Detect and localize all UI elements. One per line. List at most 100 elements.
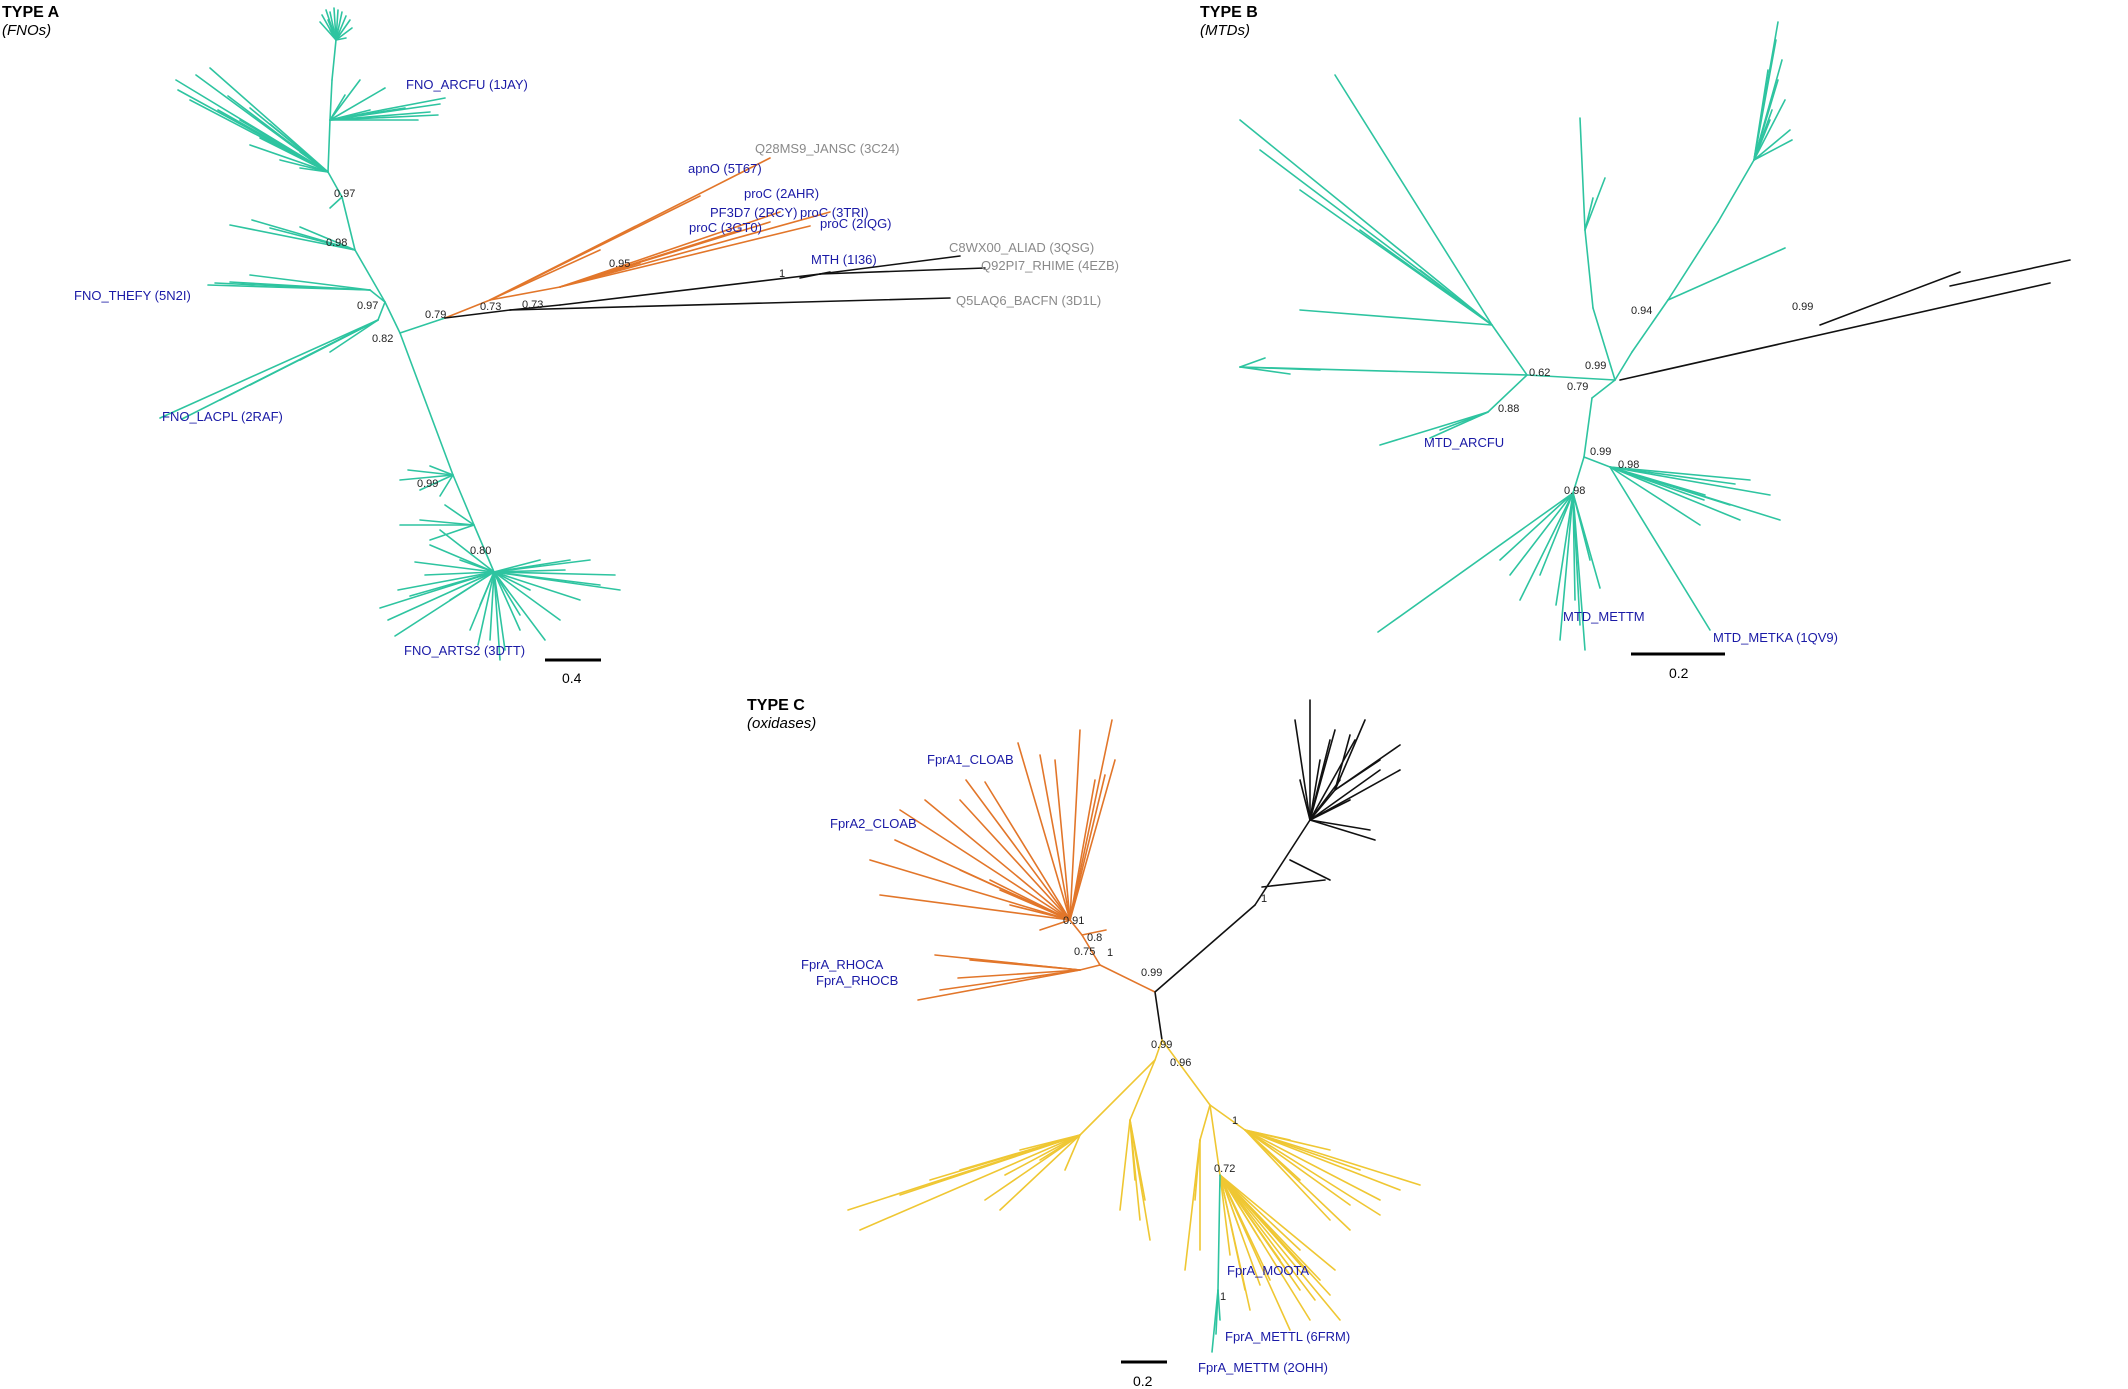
tree-branch <box>1239 119 1493 326</box>
tree-branch <box>251 219 356 251</box>
tree-branch <box>1244 1129 1331 1151</box>
support-value: 0.72 <box>1214 1163 1235 1175</box>
tree-branch <box>1217 1289 1221 1321</box>
tree-branch <box>559 225 811 288</box>
tree-branch <box>195 74 329 173</box>
tree-branch <box>341 196 356 251</box>
tree-branch <box>493 569 566 573</box>
tree-branch <box>493 571 521 616</box>
tree-branch <box>1334 719 1366 791</box>
tree-branch <box>1219 1174 1301 1251</box>
support-value: 0.96 <box>1170 1057 1191 1069</box>
tree-branch <box>1219 1174 1291 1331</box>
tree-branch <box>879 894 1071 921</box>
support-value: 0.80 <box>470 545 491 557</box>
tree-branch <box>1591 379 1616 399</box>
tree-branch <box>957 969 1081 979</box>
tree-branch <box>1309 759 1321 821</box>
tree-branch <box>1244 1129 1421 1186</box>
tree-branch <box>819 255 961 275</box>
tree-branch <box>1069 719 1113 921</box>
tree-branch <box>329 114 439 121</box>
tree-branch <box>329 196 343 209</box>
tree-branch <box>899 809 1071 921</box>
tree-branch <box>1609 466 1705 501</box>
tree-branch <box>387 571 495 621</box>
support-value: 0.75 <box>1074 946 1095 958</box>
tree-branch <box>335 27 353 41</box>
tree-branch <box>1039 919 1071 931</box>
leaf-label: FprA_METTL (6FRM) <box>1225 1329 1350 1344</box>
tree-branch <box>1069 919 1083 936</box>
tree-branch <box>1609 466 1701 526</box>
tree-branch <box>1309 799 1351 821</box>
support-value: 1 <box>779 268 785 280</box>
tree-branch <box>939 969 1081 991</box>
tree-branch <box>1419 269 1493 326</box>
tree-branch <box>444 299 491 319</box>
panel-subtitle: (MTDs) <box>1200 22 1250 39</box>
tree-branch <box>1219 1174 1341 1321</box>
tree-branch <box>1161 1039 1211 1106</box>
leaf-label: MTD_METTM <box>1563 609 1645 624</box>
leaf-label: MTD_METKA (1QV9) <box>1713 630 1838 645</box>
tree-branch <box>331 39 337 81</box>
tree-branch <box>327 171 343 198</box>
tree-branch <box>979 959 1081 971</box>
tree-branch <box>1017 742 1071 921</box>
tree-branch <box>1491 324 1528 376</box>
leaf-label: Q28MS9_JANSC (3C24) <box>755 141 900 156</box>
tree-branch <box>1209 1104 1221 1176</box>
tree-branch <box>414 561 495 573</box>
tree-branch <box>1667 221 1719 301</box>
tree-branch <box>1609 466 1741 521</box>
support-value: 0.97 <box>357 300 378 312</box>
leaf-label: FprA_METTM (2OHH) <box>1198 1360 1328 1375</box>
tree-branch <box>159 319 379 419</box>
tree-branch <box>1079 964 1101 971</box>
tree-branch <box>493 571 546 641</box>
panel-subtitle: (oxidases) <box>747 715 816 732</box>
tree-branch <box>299 167 329 173</box>
tree-branch <box>1244 1129 1331 1221</box>
tree-branch <box>559 211 781 288</box>
panel-type-b: TYPE B (MTDs) MTD_ARCFU MTD_METTM MTD_ME… <box>1200 4 1838 681</box>
scale-label: 0.2 <box>1669 665 1689 681</box>
leaf-label: proC (3GT0) <box>689 220 762 235</box>
tree-branch <box>299 319 379 361</box>
tree-branch <box>452 474 475 526</box>
tree-branch <box>1244 1129 1381 1216</box>
support-value: 0.73 <box>522 299 543 311</box>
tree-branch <box>327 19 337 41</box>
tree-branch <box>1949 259 2071 287</box>
tree-branch <box>444 309 511 319</box>
tree-branch <box>1244 1129 1381 1201</box>
tree-branch <box>1753 139 1793 161</box>
tree-branch <box>1119 1119 1131 1211</box>
tree-branch <box>493 571 581 601</box>
tree-branch <box>489 157 771 301</box>
tree-branch <box>899 1134 1081 1196</box>
support-value: 0.8 <box>1087 932 1102 944</box>
tree-branch <box>429 524 475 541</box>
tree-branch <box>559 211 831 288</box>
leaf-label: MTD_ARCFU <box>1424 435 1504 450</box>
tree-branch <box>1129 1059 1156 1121</box>
tree-branch <box>249 274 371 291</box>
tree-branch <box>1579 117 1586 231</box>
tree-branch <box>1209 1104 1246 1131</box>
leaf-label: FNO_ARTS2 (3DTT) <box>404 643 525 658</box>
tree-branch <box>1289 859 1331 881</box>
support-value: 0.82 <box>372 333 393 345</box>
tree-branch <box>329 79 361 121</box>
tree-branch <box>1079 1059 1156 1136</box>
tree-branch <box>1572 492 1586 651</box>
tree-branch <box>1631 299 1669 353</box>
support-value: 0.97 <box>334 188 355 200</box>
tree-branch <box>1717 159 1755 223</box>
tree-branch <box>1219 1174 1306 1271</box>
leaf-label: apnO (5T67) <box>688 161 762 176</box>
tree-branch <box>1154 1039 1163 1061</box>
support-value: 0.99 <box>417 478 438 490</box>
tree-branch <box>959 1134 1081 1171</box>
